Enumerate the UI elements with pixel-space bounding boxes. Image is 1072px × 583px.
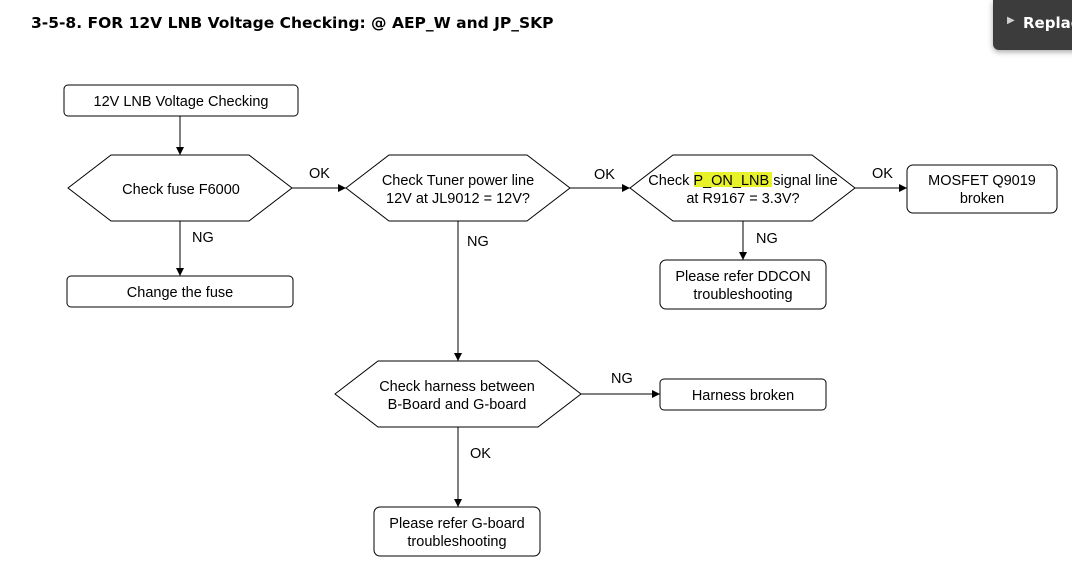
check-pon-decision: Check P_ON_LNB signal line at R9167 = 3.…	[629, 154, 856, 222]
check-tuner-text-line2: 12V at JL9012 = 12V?	[386, 191, 530, 207]
mosfet-box: MOSFET Q9019 broken	[906, 164, 1058, 214]
label-pon-ok: OK	[872, 166, 893, 182]
gboard-text-line1: Please refer G-board	[389, 516, 524, 532]
connectors	[176, 116, 907, 507]
replace-button[interactable]: ▶ Replac	[993, 0, 1072, 50]
harness-broken-text: Harness broken	[692, 388, 794, 404]
check-tuner-text-line1: Check Tuner power line	[382, 173, 534, 189]
edge-labels: OK NG OK NG OK NG NG OK	[192, 166, 893, 462]
check-tuner-decision: Check Tuner power line 12V at JL9012 = 1…	[345, 154, 571, 222]
highlighted-signal-name: P_ON_LNB	[693, 173, 769, 189]
ddcon-box: Please refer DDCON troubleshooting	[659, 259, 827, 310]
label-tuner-ok: OK	[594, 167, 615, 183]
ddcon-text-line1: Please refer DDCON	[675, 269, 810, 285]
check-harness-decision: Check harness between B-Board and G-boar…	[334, 360, 582, 428]
gboard-text-line2: troubleshooting	[407, 534, 506, 550]
mosfet-text-line1: MOSFET Q9019	[928, 173, 1036, 189]
start-box: 12V LNB Voltage Checking	[63, 84, 299, 117]
label-fuse-ok: OK	[309, 166, 330, 182]
change-fuse-box: Change the fuse	[66, 275, 294, 308]
harness-broken-box: Harness broken	[659, 378, 827, 411]
highlight-marker	[694, 172, 772, 187]
check-pon-text-line1: Check P_ON_LNB signal line	[648, 173, 837, 189]
gboard-box: Please refer G-board troubleshooting	[373, 506, 541, 557]
check-harness-text-line2: B-Board and G-board	[388, 397, 527, 413]
check-harness-text-line1: Check harness between	[379, 379, 535, 395]
label-harness-ok: OK	[470, 446, 491, 462]
check-fuse-decision: Check fuse F6000	[67, 154, 293, 222]
page-title: 3-5-8. FOR 12V LNB Voltage Checking: @ A…	[31, 14, 554, 32]
label-harness-ng: NG	[611, 371, 633, 387]
label-fuse-ng: NG	[192, 230, 214, 246]
start-box-text: 12V LNB Voltage Checking	[94, 94, 269, 110]
check-pon-text-line2: at R9167 = 3.3V?	[686, 191, 799, 207]
ddcon-text-line2: troubleshooting	[693, 287, 792, 303]
label-tuner-ng: NG	[467, 234, 489, 250]
play-triangle-icon: ▶	[1007, 15, 1015, 26]
mosfet-text-line2: broken	[960, 191, 1004, 207]
change-fuse-text: Change the fuse	[127, 285, 233, 301]
replace-button-label: Replac	[1023, 14, 1072, 32]
label-pon-ng: NG	[756, 231, 778, 247]
check-fuse-text: Check fuse F6000	[122, 182, 240, 198]
